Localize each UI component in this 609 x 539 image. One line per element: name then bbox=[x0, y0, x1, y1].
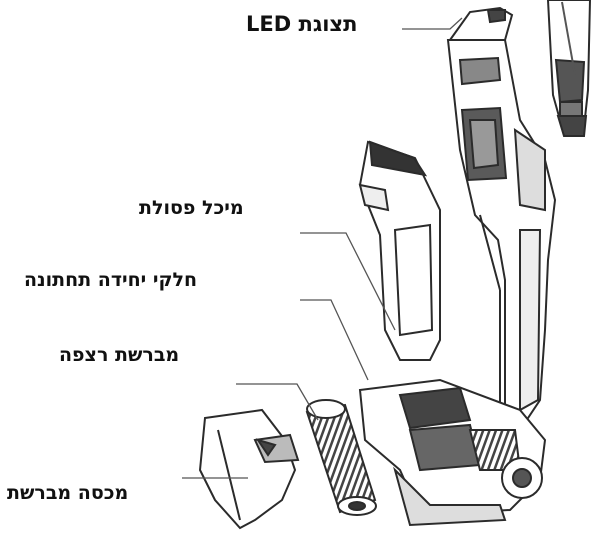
handheld-unit bbox=[548, 0, 590, 136]
label-floor-brush: מברשת רצפה bbox=[59, 346, 179, 365]
label-lower-unit-parts: חלקי יחידה תחתונה bbox=[24, 271, 197, 290]
vacuum-body bbox=[448, 8, 555, 430]
label-led-display: תצוגת LED bbox=[246, 14, 357, 35]
label-dust-bin: מיכל פסולת bbox=[139, 199, 244, 218]
brush-cover bbox=[200, 410, 298, 528]
dust-bin bbox=[360, 142, 440, 360]
label-brush-cover: מכסה מברשת bbox=[7, 484, 128, 503]
